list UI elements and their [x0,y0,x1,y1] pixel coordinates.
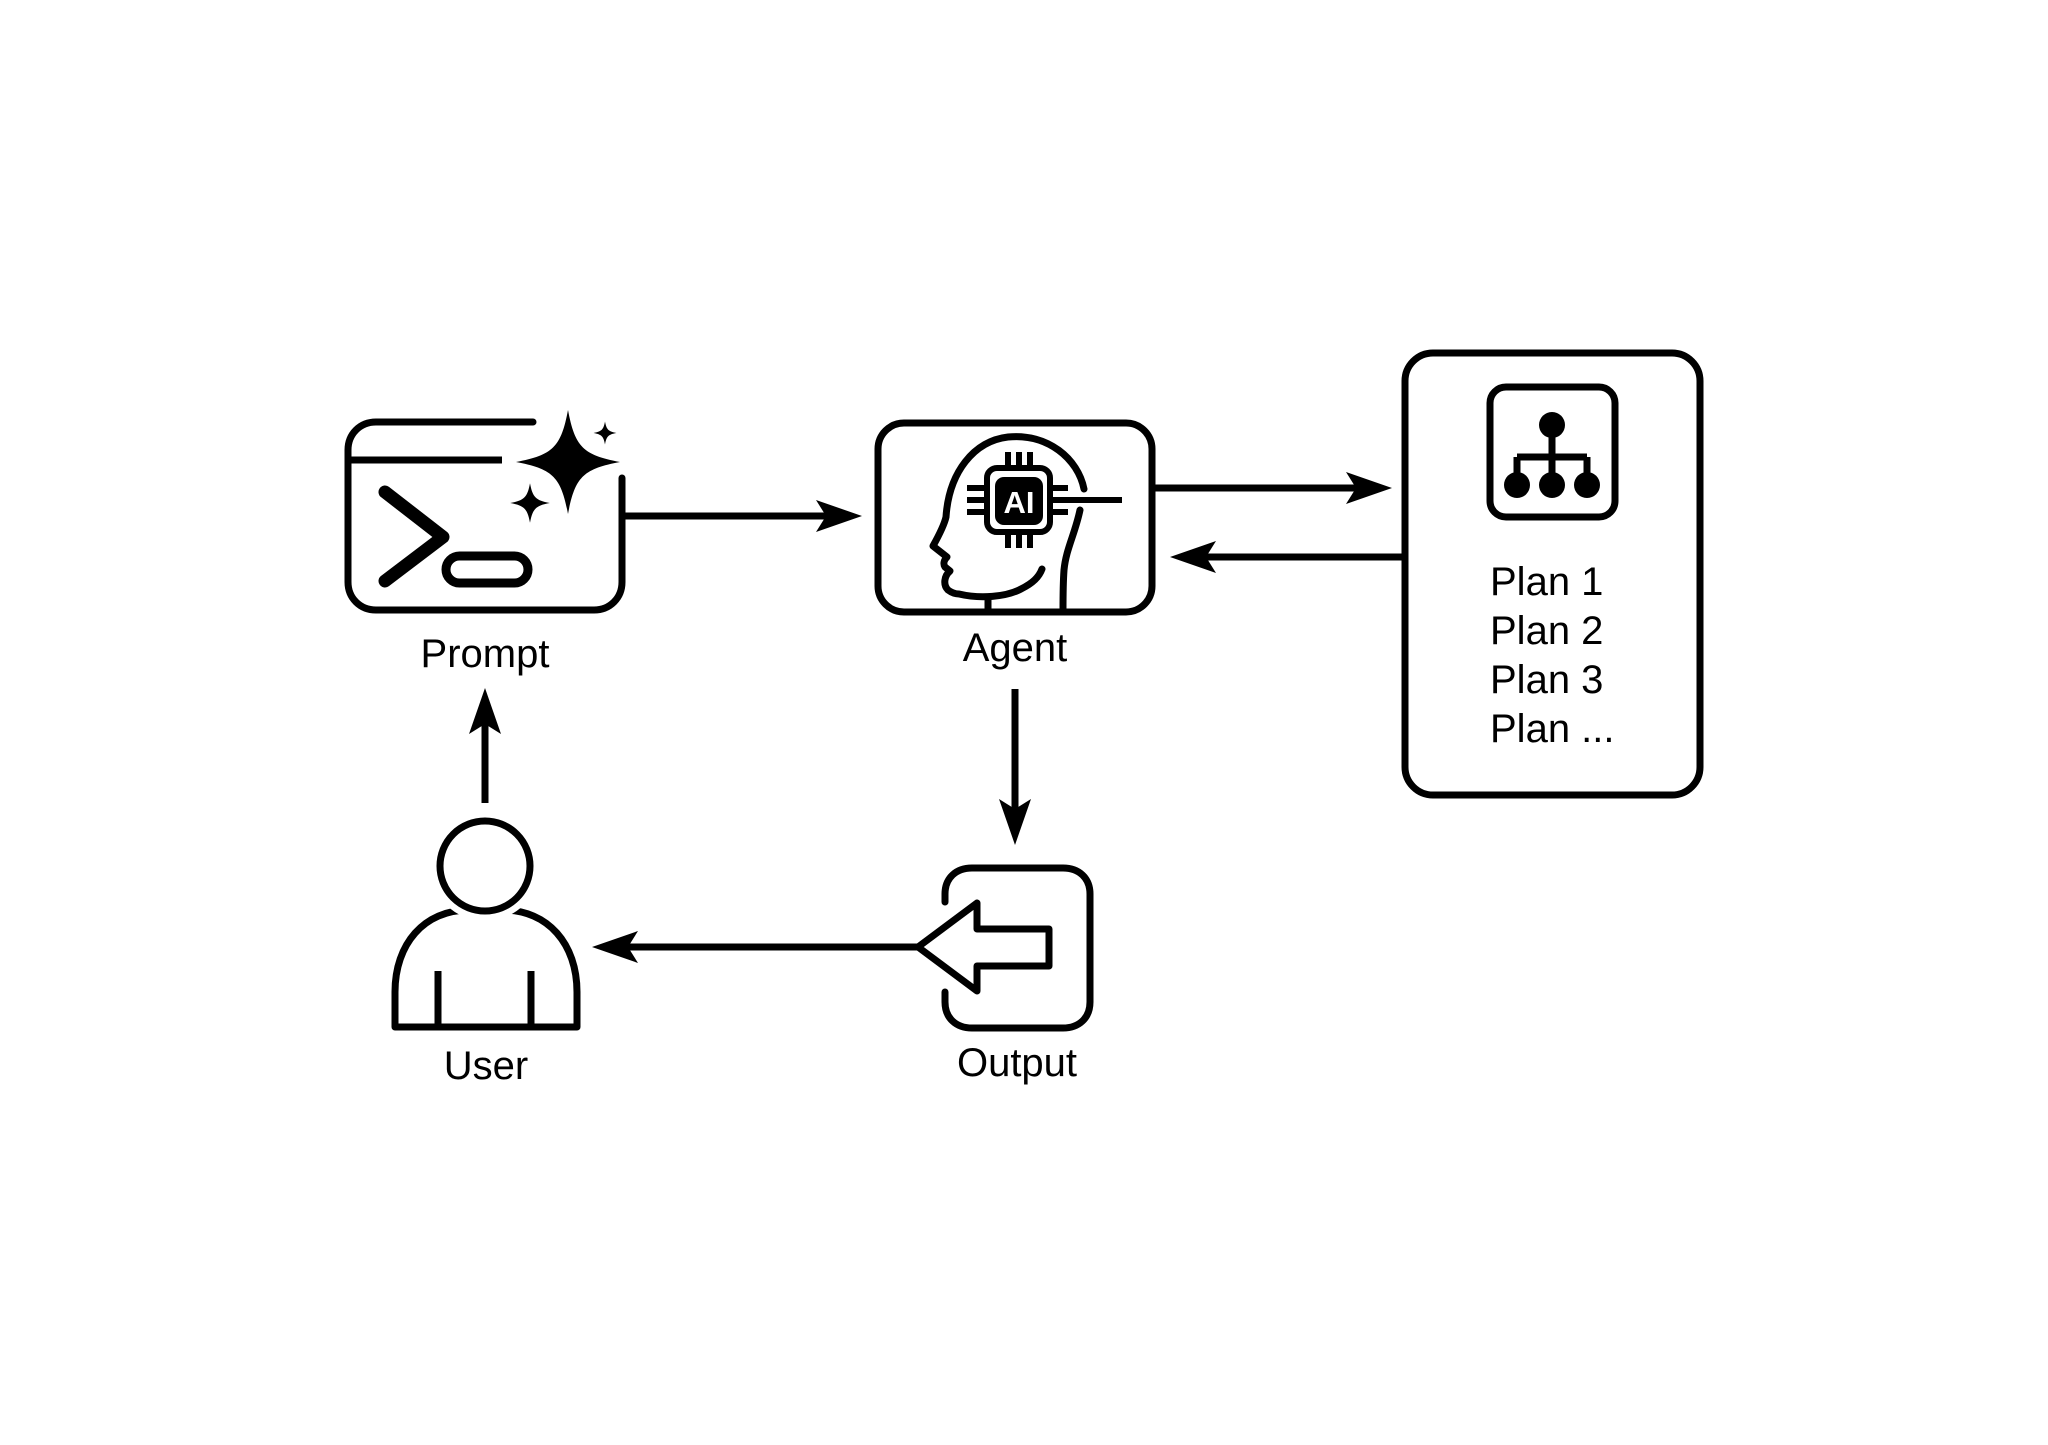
terminal-window-outline [344,418,626,614]
prompt-node [344,408,626,614]
sparkles-icon [509,408,622,524]
chip-label: AI [1004,485,1035,520]
arrow-plan-to-agent [1170,541,1405,573]
head-profile-outline [929,433,1088,601]
arrow-agent-to-output [999,689,1031,845]
plan-item-1: Plan 1 [1490,560,1604,604]
ai-head-icon: AI [929,433,1122,614]
terminal-input-bar [441,551,533,588]
chip-inner [995,477,1043,525]
terminal-icon [344,418,626,614]
arrow-user-to-prompt [469,688,501,803]
user-node [391,811,581,1031]
plan-item-more: Plan ... [1490,707,1615,751]
agent-label: Agent [962,626,1068,670]
plan-list: Plan 1 Plan 2 Plan 3 Plan ... [1490,558,1615,754]
plan-box [1401,349,1704,799]
plan-item-2: Plan 2 [1490,609,1604,653]
output-box [941,864,1094,1032]
output-node [914,864,1094,1032]
user-label: User [443,1044,529,1088]
hierarchy-tree-icon [1486,383,1619,521]
person-body [391,906,581,1031]
person-icon [391,811,581,1031]
arrow-agent-to-plan [1152,472,1392,504]
agent-node: AI [874,419,1156,616]
head-neck-back-line [1059,506,1084,614]
person-head [436,817,534,915]
prompt-label: Prompt [420,632,550,676]
arrow-prompt-to-agent [622,500,862,532]
terminal-chevron [378,485,450,588]
arrow-output-to-user [592,931,918,963]
plan-item-3: Plan 3 [1490,658,1604,702]
arrows [469,472,1405,963]
plan-node [1401,349,1704,799]
return-arrow-icon [914,899,1053,995]
output-label: Output [956,1041,1078,1085]
